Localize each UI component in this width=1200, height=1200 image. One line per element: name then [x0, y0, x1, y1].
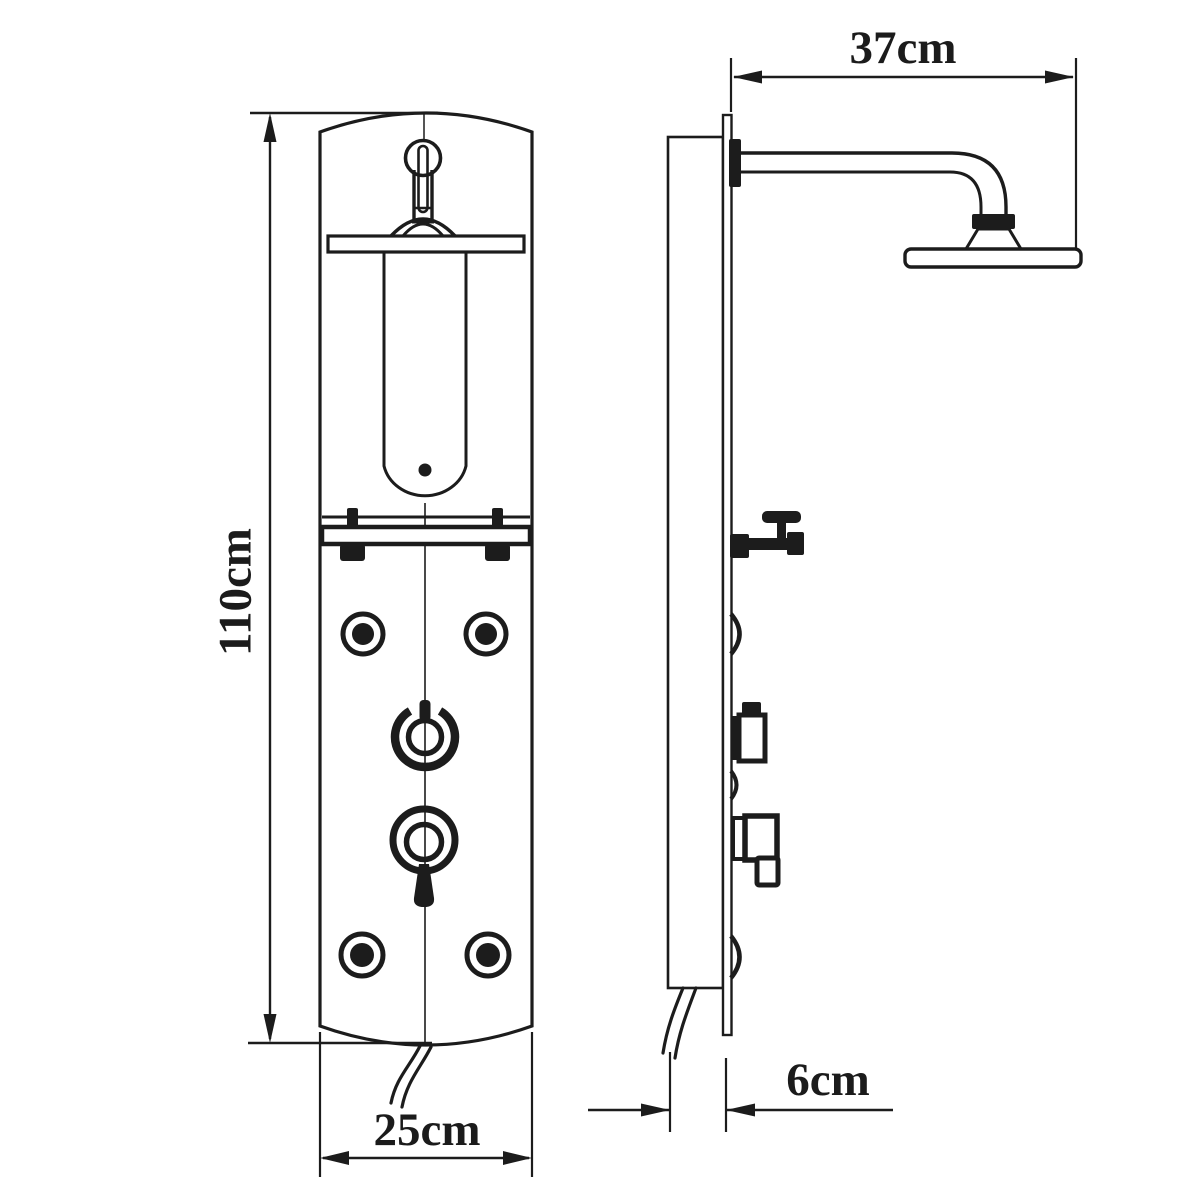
depth-dim-label: 6cm [786, 1054, 870, 1106]
dimension-depth: 6cm [588, 1052, 893, 1132]
height-dim-label: 110cm [209, 528, 261, 656]
jet-lower-left-nozzle [350, 943, 374, 967]
diverter-inner [405, 717, 445, 757]
side-faceplate [721, 113, 733, 1037]
head-cone [963, 227, 1024, 251]
valve-handle-bar [762, 511, 801, 523]
side-mixer-lever [754, 855, 781, 888]
side-mid-bump [729, 769, 739, 801]
jet-lower-right-nozzle [476, 943, 500, 967]
front-panel-outline [318, 111, 534, 1047]
rail-clamp-right-foot [485, 544, 510, 561]
rail-clamp-right-bolt [492, 508, 503, 529]
hand-shower-stem [412, 170, 434, 222]
valve-cap [787, 532, 804, 555]
diverter-ring [390, 707, 460, 772]
side-mixer-profile [731, 813, 781, 888]
valve-handle-stem [777, 513, 786, 538]
arm-arrow-left [733, 70, 762, 84]
jets-lower [338, 931, 512, 979]
side-view [661, 113, 1083, 1060]
spray-dome-inner [401, 222, 445, 237]
side-hose-line-1 [661, 986, 685, 1055]
stem-slot [417, 144, 429, 214]
front-hose [389, 1044, 433, 1109]
side-diverter-body [736, 712, 768, 764]
jet-lower-right [464, 931, 512, 979]
side-diverter-strip [732, 716, 740, 760]
rail [319, 508, 533, 561]
jet-upper-right-nozzle [475, 623, 497, 645]
jets-upper [340, 611, 509, 657]
holder-ring [403, 138, 443, 178]
front-hose-line-1 [389, 1044, 422, 1105]
shelf [326, 234, 526, 254]
jet-upper-right [463, 611, 509, 657]
side-jet-upper-bump [729, 612, 742, 656]
diverter-tick [419, 700, 431, 721]
front-view [318, 111, 534, 1109]
arm-mount [729, 139, 741, 187]
side-hose [661, 986, 698, 1060]
arm-tube-outer [741, 151, 1008, 216]
rail-band [319, 524, 533, 547]
mixer-lever [413, 864, 435, 907]
arm-dim-label: 37cm [849, 22, 956, 74]
jet-lower-left [338, 931, 386, 979]
jet-upper-left-nozzle [352, 623, 374, 645]
width-arrow-left [320, 1151, 349, 1165]
hand-shower-holder [389, 138, 457, 238]
side-body [666, 135, 725, 990]
shower-arm [729, 139, 1083, 269]
mixer-inner [403, 821, 445, 863]
height-arrow-up [263, 113, 277, 142]
rail-clamp-left-bolt [347, 508, 358, 529]
spray-dome-outer [389, 217, 457, 238]
side-valve [730, 511, 804, 558]
width-dim-label: 25cm [373, 1104, 480, 1156]
shower-head [903, 247, 1083, 269]
side-diverter-profile [732, 702, 768, 764]
jet-upper-left [340, 611, 386, 657]
mixer-knob [389, 805, 459, 907]
height-arrow-down [263, 1014, 277, 1043]
arm-tube-inner [741, 170, 983, 216]
width-arrow-right [503, 1151, 532, 1165]
side-hose-line-2 [673, 986, 698, 1060]
side-mixer-body [742, 813, 780, 863]
diverter-knob [390, 700, 460, 772]
dimension-height: 110cm [209, 111, 438, 1045]
dimension-width: 25cm [318, 1032, 534, 1177]
rail-clamp-left-foot [340, 544, 365, 561]
dimension-arm-reach: 37cm [729, 22, 1078, 248]
front-hose-line-2 [400, 1045, 433, 1109]
recess-slot [382, 252, 468, 498]
slot-dot [418, 463, 432, 477]
valve-pipe [742, 538, 800, 550]
side-jet-lower-bump [729, 934, 742, 980]
depth-arrow-left [641, 1103, 670, 1117]
arm-nut [972, 214, 1015, 229]
depth-arrow-right [726, 1103, 755, 1117]
arm-arrow-right [1045, 70, 1074, 84]
